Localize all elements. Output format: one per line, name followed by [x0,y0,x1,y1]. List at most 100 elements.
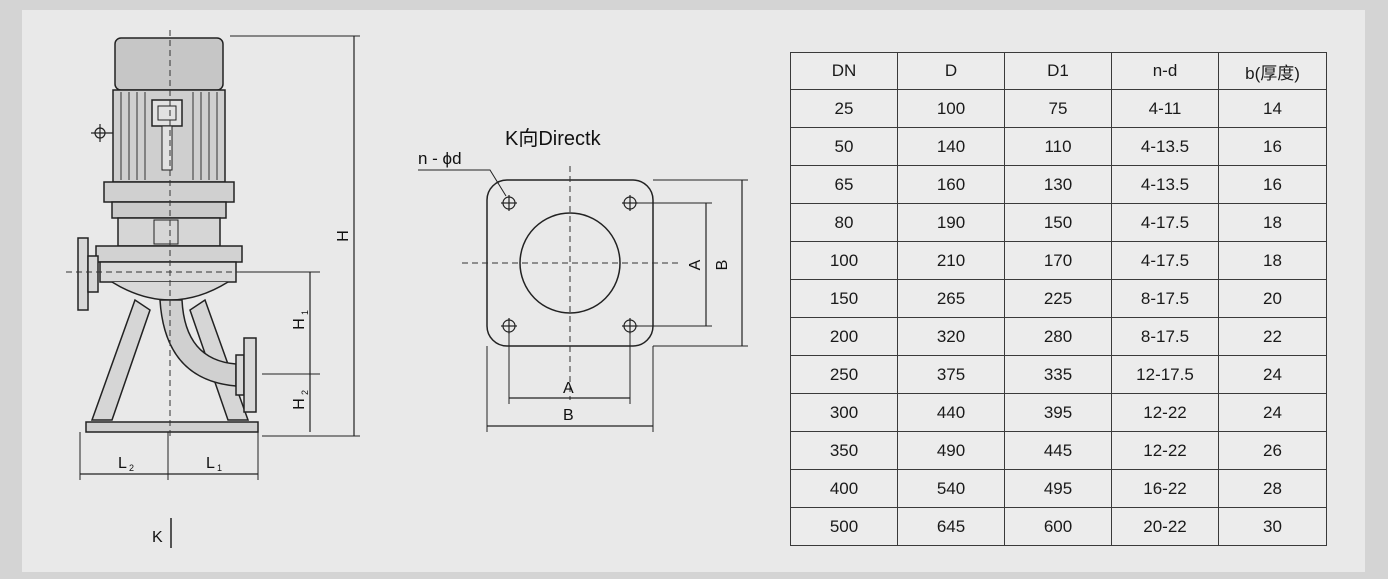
table-cell: 30 [1218,507,1327,546]
table-cell: 75 [1004,89,1112,128]
table-cell: 280 [1004,317,1112,356]
pump-casing [95,245,243,263]
table-cell: 100 [790,241,898,280]
view-arrow-label: K [152,529,163,546]
table-cell: 16-22 [1111,469,1219,508]
table-cell: 400 [790,469,898,508]
table-row: 150 265 225 8-17.5 20 [790,279,1327,318]
table-row: 50 140 110 4-13.5 16 [790,127,1327,166]
table-cell: 24 [1218,393,1327,432]
table-cell: 100 [897,89,1005,128]
table-cell: 4-13.5 [1111,127,1219,166]
table-cell: 14 [1218,89,1327,128]
table-cell: 150 [1004,203,1112,242]
table-cell: 350 [790,431,898,470]
table-cell: 26 [1218,431,1327,470]
dim-l2-label: L 2 [118,455,134,473]
table-cell: 140 [897,127,1005,166]
svg-text:1: 1 [217,463,222,473]
table-row: 65 160 130 4-13.5 16 [790,165,1327,204]
bearing-housing [103,181,235,203]
column-header-d: D [897,52,1005,90]
hole-spec-label: n - ϕd [418,149,462,168]
motor-fan-cover [114,37,224,91]
table-cell: 600 [1004,507,1112,546]
table-cell: 225 [1004,279,1112,318]
dim-a-side-label: A [687,259,704,270]
table-cell: 500 [790,507,898,546]
pump-side-view: H H 1 H 2 L 2 L 1 K [66,30,360,548]
table-row: 200 320 280 8-17.5 22 [790,317,1327,356]
svg-text:H: H [291,318,308,330]
table-cell: 190 [897,203,1005,242]
table-cell: 110 [1004,127,1112,166]
table-row: 250 375 335 12-17.5 24 [790,355,1327,394]
table-cell: 210 [897,241,1005,280]
table-cell: 335 [1004,355,1112,394]
dim-h2-label: H 2 [291,390,310,410]
svg-text:H: H [291,398,308,410]
table-cell: 445 [1004,431,1112,470]
view-title: K向Directk [505,127,602,150]
table-cell: 200 [790,317,898,356]
table-cell: 25 [790,89,898,128]
dim-a-bottom-label: A [563,380,574,397]
table-cell: 4-17.5 [1111,241,1219,280]
column-header-dn: DN [790,52,898,90]
table-cell: 8-17.5 [1111,279,1219,318]
table-cell: 12-22 [1111,393,1219,432]
table-cell: 50 [790,127,898,166]
table-cell: 80 [790,203,898,242]
svg-text:L: L [206,455,215,472]
table-cell: 300 [790,393,898,432]
table-cell: 65 [790,165,898,204]
table-row: 350 490 445 12-22 26 [790,431,1327,470]
table-cell: 150 [790,279,898,318]
table-cell: 12-17.5 [1111,355,1219,394]
column-header-d1: D1 [1004,52,1112,90]
lifting-eye-icon [91,124,113,142]
svg-text:2: 2 [300,390,310,395]
table-cell: 645 [897,507,1005,546]
table-cell: 24 [1218,355,1327,394]
table-cell: 4-17.5 [1111,203,1219,242]
flange-bore [519,212,621,314]
table-cell: 4-13.5 [1111,165,1219,204]
table-row: 100 210 170 4-17.5 18 [790,241,1327,280]
table-cell: 130 [1004,165,1112,204]
table-cell: 440 [897,393,1005,432]
table-cell: 495 [1004,469,1112,508]
table-cell: 160 [897,165,1005,204]
table-cell: 170 [1004,241,1112,280]
table-row: 25 100 75 4-11 14 [790,89,1327,128]
flange-k-view: K向Directk n - ϕd A B [418,127,748,432]
table-row: 80 190 150 4-17.5 18 [790,203,1327,242]
table-cell: 265 [897,279,1005,318]
table-row: 500 645 600 20-22 30 [790,507,1327,546]
table-cell: 12-22 [1111,431,1219,470]
terminal-box [151,99,183,127]
table-cell: 320 [897,317,1005,356]
dim-h1-label: H 1 [291,310,310,330]
table-cell: 20 [1218,279,1327,318]
table-cell: 4-11 [1111,89,1219,128]
table-cell: 16 [1218,127,1327,166]
table-cell: 18 [1218,203,1327,242]
svg-text:L: L [118,455,127,472]
table-cell: 20-22 [1111,507,1219,546]
dim-b-bottom-label: B [563,407,574,424]
motor-fins [120,92,218,180]
column-header-n-d: n-d [1111,52,1219,90]
table-cell: 490 [897,431,1005,470]
svg-text:1: 1 [300,310,310,315]
table-row: 400 540 495 16-22 28 [790,469,1327,508]
dim-b-side-label: B [714,260,731,271]
table-header-row: DN D D1 n-d b(厚度) [790,52,1327,90]
table-cell: 395 [1004,393,1112,432]
table-cell: 16 [1218,165,1327,204]
table-cell: 540 [897,469,1005,508]
table-cell: 28 [1218,469,1327,508]
dim-h-label: H [335,230,352,242]
table-cell: 8-17.5 [1111,317,1219,356]
